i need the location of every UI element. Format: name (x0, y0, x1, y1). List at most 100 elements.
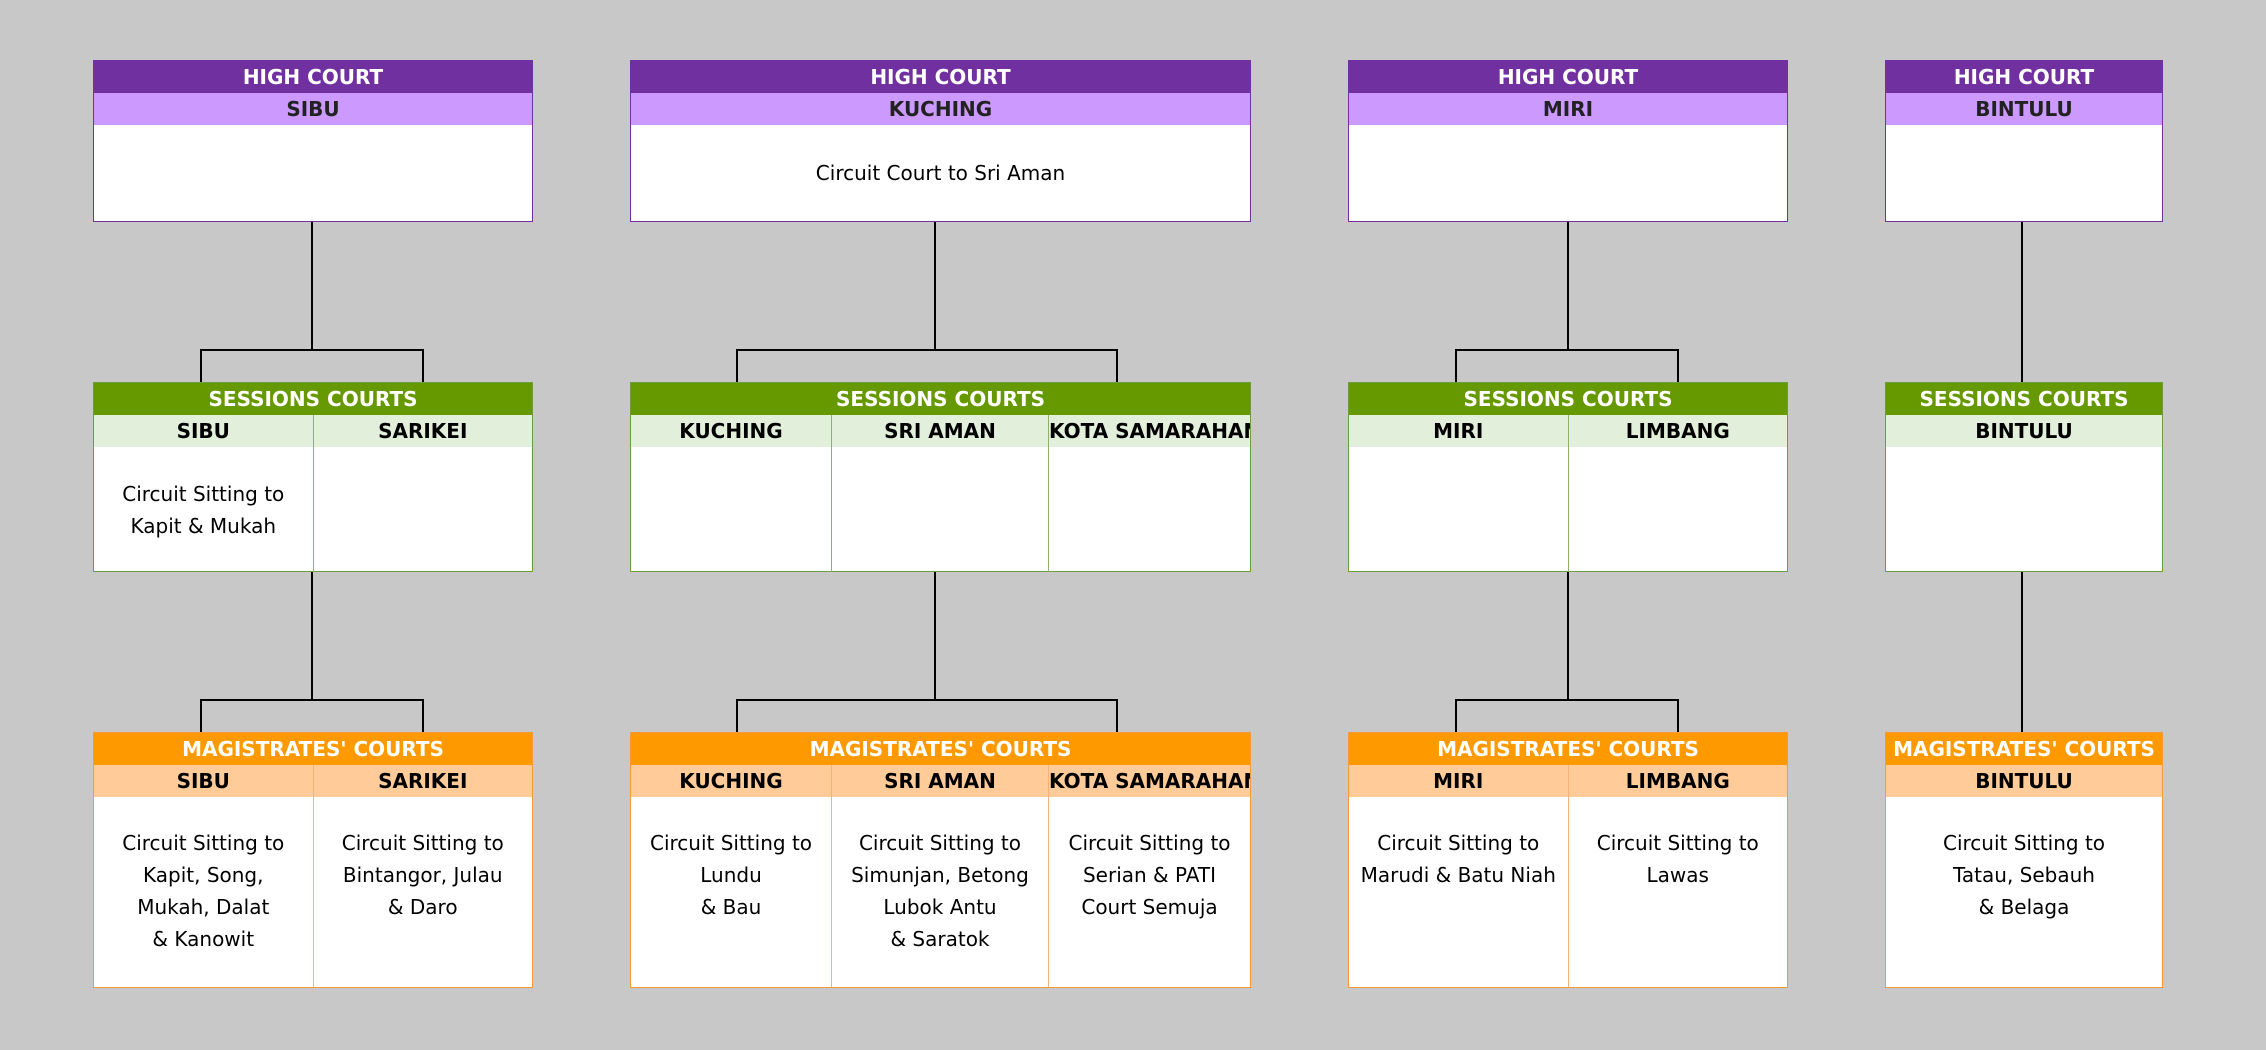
sessions-court-name: KUCHING (679, 419, 783, 443)
magistrates-courts-title: MAGISTRATES' COURTS (1886, 733, 2162, 765)
magistrates-court-name: SARIKEI (312, 765, 533, 797)
connector-line (1116, 699, 1118, 732)
sessions-courts-box: SESSIONS COURTS BINTULU (1885, 382, 2163, 572)
high-court-title: HIGH COURT (94, 61, 532, 93)
magistrates-court-names: KUCHING SRI AMAN KOTA SAMARAHAN (631, 765, 1250, 797)
magistrates-court-name: BINTULU (1975, 769, 2073, 793)
sessions-court-notes (631, 447, 1250, 572)
high-court-title: HIGH COURT (1349, 61, 1787, 93)
connector-line (200, 699, 423, 701)
high-court-box: HIGH COURT SIBU (93, 60, 533, 222)
magistrates-court-names: BINTULU (1886, 765, 2162, 797)
connector-line (934, 572, 936, 699)
connector-line (1455, 349, 1457, 382)
court-column-kuching: HIGH COURT KUCHING Circuit Court to Sri … (630, 0, 1251, 1050)
high-court-location: BINTULU (1886, 93, 2162, 125)
connector-line (736, 349, 738, 382)
sessions-court-name: MIRI (1433, 419, 1484, 443)
connector-line (2021, 222, 2023, 382)
sessions-courts-title: SESSIONS COURTS (1349, 383, 1787, 415)
high-court-title: HIGH COURT (631, 61, 1250, 93)
connector-line (311, 222, 313, 349)
sessions-court-note (312, 447, 533, 572)
connector-line (736, 699, 738, 732)
connector-line (200, 699, 202, 732)
magistrates-court-note: Circuit Sitting to Bintangor, Julau & Da… (312, 797, 533, 987)
sessions-court-names: BINTULU (1886, 415, 2162, 447)
connector-line (422, 349, 424, 382)
sessions-court-notes (1349, 447, 1787, 572)
magistrates-court-name: KOTA SAMARAHAN (1048, 765, 1250, 797)
magistrates-court-notes: Circuit Sitting to Lundu & Bau Circuit S… (631, 797, 1250, 987)
magistrates-court-name: KUCHING (679, 769, 783, 793)
magistrates-courts-box: MAGISTRATES' COURTS BINTULU Circuit Sitt… (1885, 732, 2163, 988)
connector-line (1455, 699, 1457, 732)
magistrates-court-name: LIMBANG (1567, 765, 1788, 797)
magistrates-courts-title: MAGISTRATES' COURTS (1349, 733, 1787, 765)
sessions-court-name: SRI AMAN (831, 415, 1048, 447)
sessions-court-note: Circuit Sitting to Kapit & Mukah (122, 481, 285, 538)
sessions-court-notes (1886, 447, 2162, 572)
court-column-bintulu: HIGH COURT BINTULU SESSIONS COURTS BINTU… (1885, 0, 2163, 1050)
connector-line (736, 699, 1117, 701)
connector-line (200, 349, 202, 382)
sessions-courts-box: SESSIONS COURTS SIBU SARIKEI Circuit Sit… (93, 382, 533, 572)
magistrates-court-note: Circuit Sitting to Serian & PATI Court S… (1048, 797, 1250, 987)
high-court-note: Circuit Court to Sri Aman (815, 160, 1066, 185)
magistrates-court-names: MIRI LIMBANG (1349, 765, 1787, 797)
magistrates-court-name: SIBU (176, 769, 230, 793)
sessions-court-name: SARIKEI (312, 415, 533, 447)
sessions-court-note (831, 447, 1048, 572)
connector-line (200, 349, 423, 351)
sessions-courts-box: SESSIONS COURTS MIRI LIMBANG (1348, 382, 1788, 572)
magistrates-courts-title: MAGISTRATES' COURTS (631, 733, 1250, 765)
magistrates-court-note: Circuit Sitting to Lawas (1567, 797, 1788, 987)
sessions-courts-title: SESSIONS COURTS (631, 383, 1250, 415)
sessions-court-name: LIMBANG (1567, 415, 1788, 447)
high-court-title: HIGH COURT (1886, 61, 2162, 93)
connector-line (1455, 699, 1678, 701)
magistrates-court-note: Circuit Sitting to Tatau, Sebauh & Belag… (1942, 831, 2106, 919)
sessions-court-note (631, 447, 831, 572)
connector-line (1677, 349, 1679, 382)
sessions-court-note (1886, 447, 2162, 572)
high-court-location: MIRI (1349, 93, 1787, 125)
connector-line (934, 222, 936, 349)
sessions-court-notes: Circuit Sitting to Kapit & Mukah (94, 447, 532, 572)
connector-line (1116, 349, 1118, 382)
sessions-court-note (1048, 447, 1250, 572)
magistrates-courts-box: MAGISTRATES' COURTS MIRI LIMBANG Circuit… (1348, 732, 1788, 988)
magistrates-courts-title: MAGISTRATES' COURTS (94, 733, 532, 765)
sessions-court-names: MIRI LIMBANG (1349, 415, 1787, 447)
connector-line (1677, 699, 1679, 732)
high-court-note (1886, 125, 2162, 220)
court-column-miri: HIGH COURT MIRI SESSIONS COURTS MIRI LIM… (1348, 0, 1788, 1050)
magistrates-courts-box: MAGISTRATES' COURTS KUCHING SRI AMAN KOT… (630, 732, 1251, 988)
magistrates-court-note: Circuit Sitting to Kapit, Song, Mukah, D… (122, 831, 285, 951)
sessions-court-note (1567, 447, 1788, 572)
sessions-court-name: BINTULU (1975, 419, 2073, 443)
sessions-court-names: KUCHING SRI AMAN KOTA SAMARAHAN (631, 415, 1250, 447)
magistrates-court-notes: Circuit Sitting to Kapit, Song, Mukah, D… (94, 797, 532, 987)
high-court-box: HIGH COURT MIRI (1348, 60, 1788, 222)
magistrates-court-note: Circuit Sitting to Marudi & Batu Niah (1360, 831, 1556, 887)
sessions-court-name: KOTA SAMARAHAN (1048, 415, 1250, 447)
high-court-note (1349, 125, 1787, 220)
connector-line (422, 699, 424, 732)
sessions-courts-title: SESSIONS COURTS (1886, 383, 2162, 415)
magistrates-court-note: Circuit Sitting to Simunjan, Betong Lubo… (831, 797, 1048, 987)
court-column-sibu: HIGH COURT SIBU SESSIONS COURTS SIBU SAR… (93, 0, 533, 1050)
high-court-box: HIGH COURT BINTULU (1885, 60, 2163, 222)
magistrates-court-note: Circuit Sitting to Lundu & Bau (649, 831, 813, 919)
connector-line (1455, 349, 1678, 351)
sessions-court-names: SIBU SARIKEI (94, 415, 532, 447)
high-court-box: HIGH COURT KUCHING Circuit Court to Sri … (630, 60, 1251, 222)
sessions-courts-title: SESSIONS COURTS (94, 383, 532, 415)
magistrates-court-notes: Circuit Sitting to Marudi & Batu Niah Ci… (1349, 797, 1787, 987)
high-court-note (94, 125, 532, 220)
magistrates-court-names: SIBU SARIKEI (94, 765, 532, 797)
high-court-location: KUCHING (631, 93, 1250, 125)
magistrates-courts-box: MAGISTRATES' COURTS SIBU SARIKEI Circuit… (93, 732, 533, 988)
sessions-court-note (1349, 447, 1568, 572)
high-court-location: SIBU (94, 93, 532, 125)
